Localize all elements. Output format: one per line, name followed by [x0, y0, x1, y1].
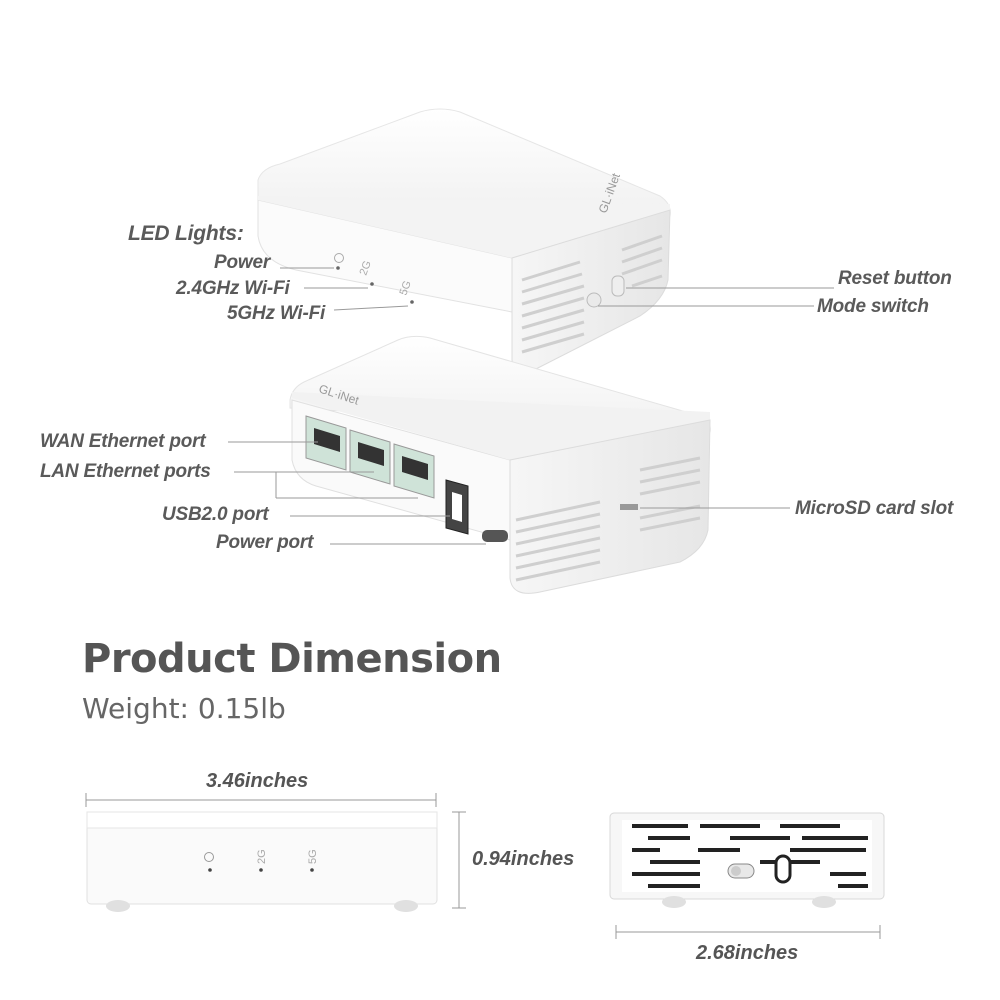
weight-text: Weight: 0.15lb: [82, 692, 286, 725]
micro-usb-icon: [482, 530, 508, 542]
router-ports-view: GL·iNet: [289, 335, 711, 594]
led-2g-label: 2G: [358, 259, 374, 277]
power-icon: [334, 253, 344, 263]
callout-mode-switch: Mode switch: [817, 296, 929, 317]
callout-power-port: Power port: [216, 532, 314, 553]
callout-wan-port: WAN Ethernet port: [40, 431, 206, 452]
callout-usb-port: USB2.0 port: [162, 504, 269, 525]
side-dimension-view: [609, 812, 885, 939]
callout-reset-button: Reset button: [838, 268, 952, 289]
front-led-2g: 2G: [256, 849, 268, 864]
vent-slots-top: [521, 234, 663, 354]
front-led-5g: 5G: [307, 849, 319, 864]
height-label: 0.94inches: [472, 848, 575, 870]
ethernet-port-icon: [305, 415, 435, 499]
led-5g-label: 5G: [398, 279, 414, 297]
router-top-view: GL·iNet 2G 5G: [257, 108, 671, 374]
callout-wifi-5: 5GHz Wi-Fi: [227, 303, 326, 324]
callout-wifi-24: 2.4GHz Wi-Fi: [176, 278, 290, 299]
product-dimension-title: Product Dimension: [82, 636, 502, 682]
vent-slots-bottom: [515, 456, 701, 582]
callout-microsd-slot: MicroSD card slot: [795, 498, 954, 519]
callout-power: Power: [214, 252, 271, 273]
front-dimension-view: 2G 5G: [85, 793, 466, 912]
width-label: 3.46inches: [206, 770, 309, 792]
depth-label: 2.68inches: [696, 942, 799, 964]
usb-port-icon: [445, 479, 469, 535]
callout-lan-ports: LAN Ethernet ports: [40, 461, 211, 482]
led-lights-heading: LED Lights:: [128, 222, 244, 245]
